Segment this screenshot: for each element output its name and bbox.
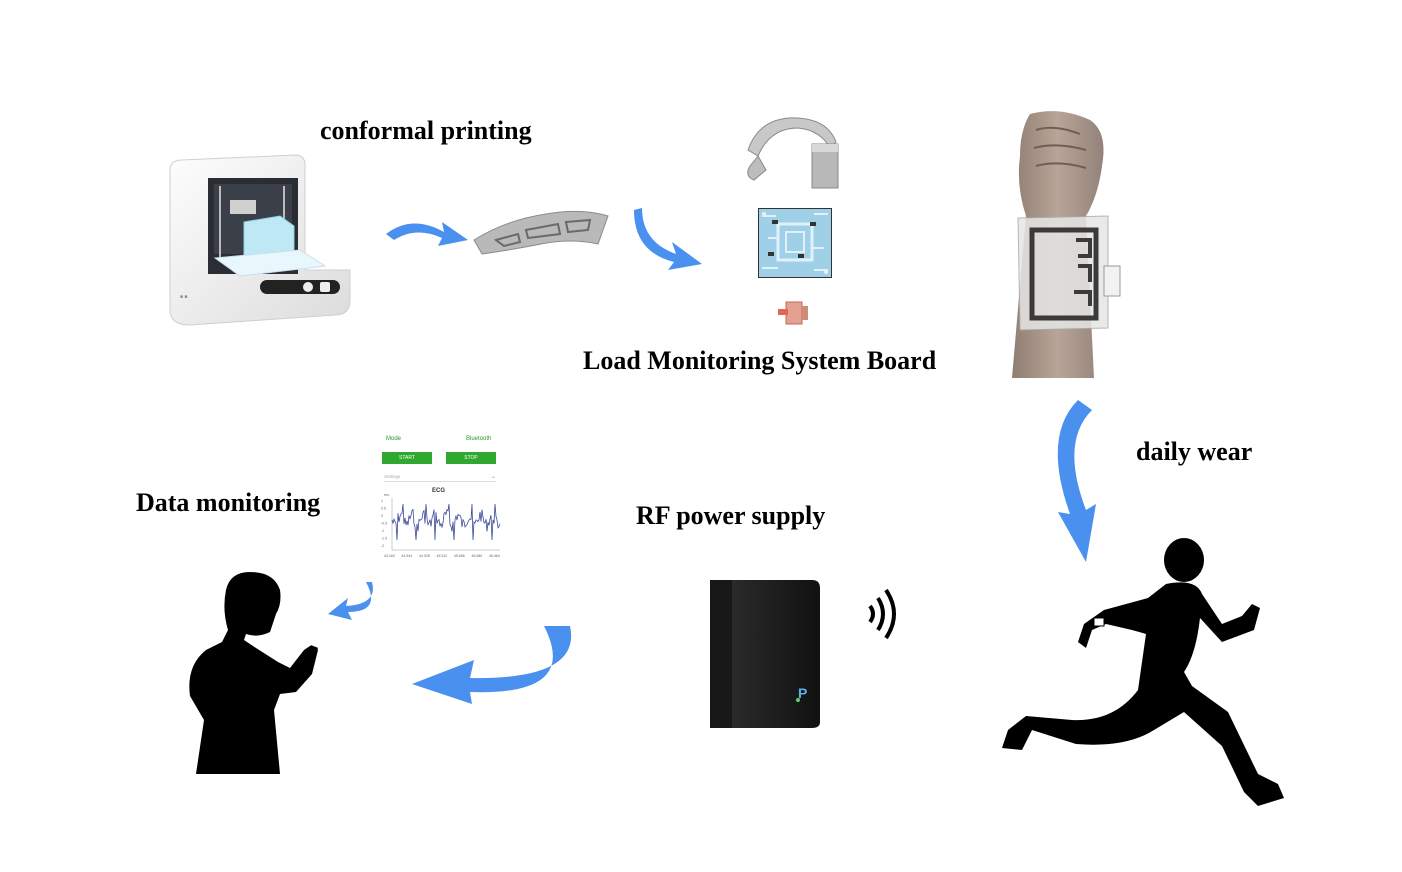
ecg-y-tick: 0.5 (381, 507, 386, 511)
arrow-power-to-person-icon (412, 626, 572, 704)
ecg-y-unit: mv (384, 492, 389, 497)
circuit-board-illustration (758, 208, 832, 278)
ecg-x-tick: 44.928 (419, 554, 430, 558)
svg-text:■ ■: ■ ■ (180, 294, 187, 300)
ecg-x-tick: 45.312 (437, 554, 448, 558)
arrow-wrist-to-runner-icon (1057, 400, 1096, 562)
label-daily-wear: daily wear (1136, 437, 1253, 466)
wireless-signal-icon (868, 588, 896, 640)
label-load-monitoring: Load Monitoring System Board (583, 346, 937, 375)
arrow-printer-to-film-icon (386, 222, 468, 246)
app-bluetooth-label: Bluetooth (466, 436, 492, 442)
app-stop-button[interactable]: STOP (446, 452, 496, 464)
ecg-app-screen: Mode Bluetooth START STOP Settings ⌄ ECG… (378, 432, 502, 562)
ecg-x-ticks: 44.160 44.544 44.928 45.312 45.696 46.080 46.4… (384, 554, 500, 558)
printed-film-illustration (473, 210, 609, 255)
wrist-wearable-illustration (1012, 111, 1121, 378)
ecg-y-tick: -0.5 (381, 522, 387, 526)
ecg-chart-title: ECG (432, 488, 446, 494)
label-conformal-printing: conformal printing (320, 116, 532, 145)
ecg-y-tick: -1 (381, 529, 384, 533)
arrow-film-to-board-icon (634, 208, 702, 270)
ecg-x-tick: 46.464 (489, 554, 500, 558)
ecg-y-tick: 1 (381, 499, 383, 503)
ecg-y-ticks: 1 0.5 0 -0.5 -1 -1.5 -2 (381, 499, 387, 548)
label-data-monitoring: Data monitoring (136, 488, 321, 517)
ecg-x-tick: 45.696 (454, 554, 465, 558)
rf-power-supply-device: P (710, 580, 820, 728)
connector-chip-illustration (778, 301, 808, 325)
label-rf-power-supply: RF power supply (636, 501, 826, 530)
app-mode-label: Mode (386, 436, 402, 442)
ecg-y-tick: 0 (381, 514, 383, 518)
app-start-button[interactable]: START (382, 452, 432, 464)
app-settings-label: Settings (384, 474, 401, 479)
chevron-down-icon: ⌄ (490, 474, 496, 480)
sensor-clip-illustration (747, 117, 839, 189)
ecg-x-tick: 44.160 (384, 554, 395, 558)
ecg-line (391, 503, 501, 541)
ecg-x-tick: 44.544 (402, 554, 413, 558)
ecg-x-tick: 46.080 (472, 554, 483, 558)
app-settings-select[interactable]: Settings ⌄ (384, 474, 496, 482)
ecg-y-tick: -1.5 (381, 537, 387, 541)
3d-printer-illustration: ■ ■ (169, 154, 351, 326)
runner-silhouette (1002, 538, 1284, 806)
arrow-app-to-person-icon (328, 582, 373, 620)
svg-text:P: P (798, 685, 807, 701)
ecg-y-tick: -2 (381, 544, 384, 548)
person-with-phone-silhouette (189, 572, 318, 774)
